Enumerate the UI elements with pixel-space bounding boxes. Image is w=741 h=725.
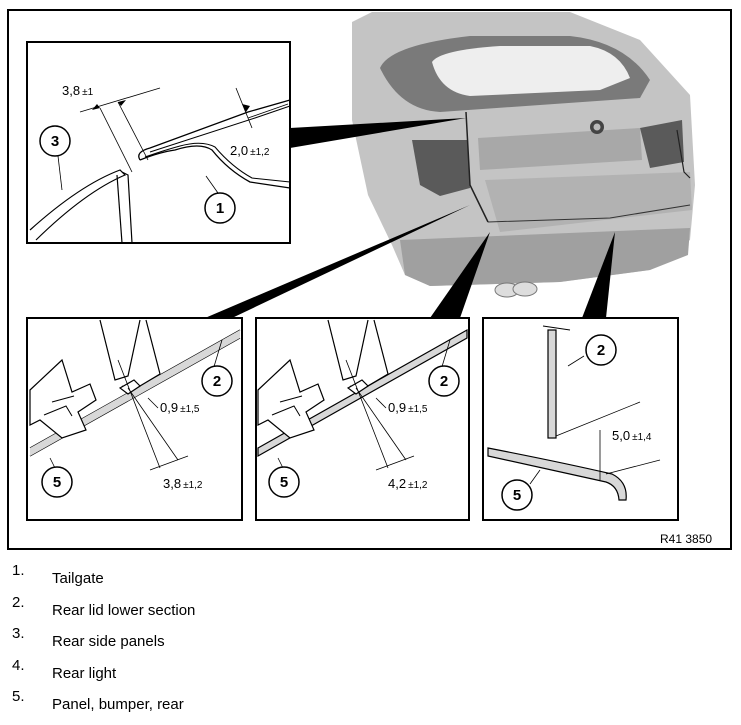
dimension-left-gap: 3,8±1,2 [163,476,203,491]
callout-5-label: 5 [53,474,61,491]
callout-2-label: 2 [440,373,448,390]
callout-1-label: 1 [216,200,224,217]
figure-reference: R41 3850 [660,532,712,546]
dimension-left-flush: 0,9±1,5 [160,400,200,415]
dimension-right-gap: 5,0±1,4 [612,428,652,443]
legend-label: Rear side panels [52,633,165,650]
detail-bottom-middle [255,317,470,521]
legend-number: 1. [12,562,25,579]
dimension-top-left-gap: 3,8±1 [62,83,94,98]
legend-item: 1. Tailgate [10,562,730,594]
callout-2-circle [428,365,460,397]
legend-number: 3. [12,625,25,642]
callout-5-label: 5 [280,474,288,491]
legend-label: Rear light [52,664,117,682]
detail-bottom-right [482,317,679,521]
legend: 1. Tailgate 2. Rear lid lower section 3.… [10,562,730,720]
detail-leaders [205,118,615,318]
legend-label: Tailgate [52,570,104,587]
legend-item: 3. Rear side panels [10,625,730,657]
callout-2-circle [201,365,233,397]
dimension-middle-flush: 0,9±1,5 [388,400,428,415]
dimension-middle-gap: 4,2±1,2 [388,476,428,491]
legend-label: Panel, bumper, rear [52,696,184,713]
legend-label: Rear lid lower section [52,601,196,619]
callout-1-circle [204,192,236,224]
callout-3-label: 3 [51,133,59,150]
dimension-top-right-gap: 2,0±1,2 [230,143,270,158]
detail-bottom-left [26,317,243,521]
legend-number: 4. [12,656,25,674]
legend-item: 5. Panel, bumper, rear [10,688,730,720]
callout-2-label: 2 [597,342,605,359]
callout-5-circle [268,466,300,498]
callout-5-circle [41,466,73,498]
callout-2-label: 2 [213,373,221,390]
legend-number: 2. [12,593,25,611]
legend-item: 4. Rear light [10,657,730,689]
callout-5-circle [501,479,533,511]
callout-5-label: 5 [513,487,521,504]
legend-item: 2. Rear lid lower section [10,594,730,626]
tailgate-gap-diagram: 3 1 2 5 2 5 2 5 3,8±1 2,0±1,2 0,9±1,5 3,… [7,9,732,550]
legend-number: 5. [12,688,25,705]
car-rear-illustration [352,12,695,298]
callout-2-circle [585,334,617,366]
callout-3-circle [39,125,71,157]
detail-top-left [26,41,291,244]
